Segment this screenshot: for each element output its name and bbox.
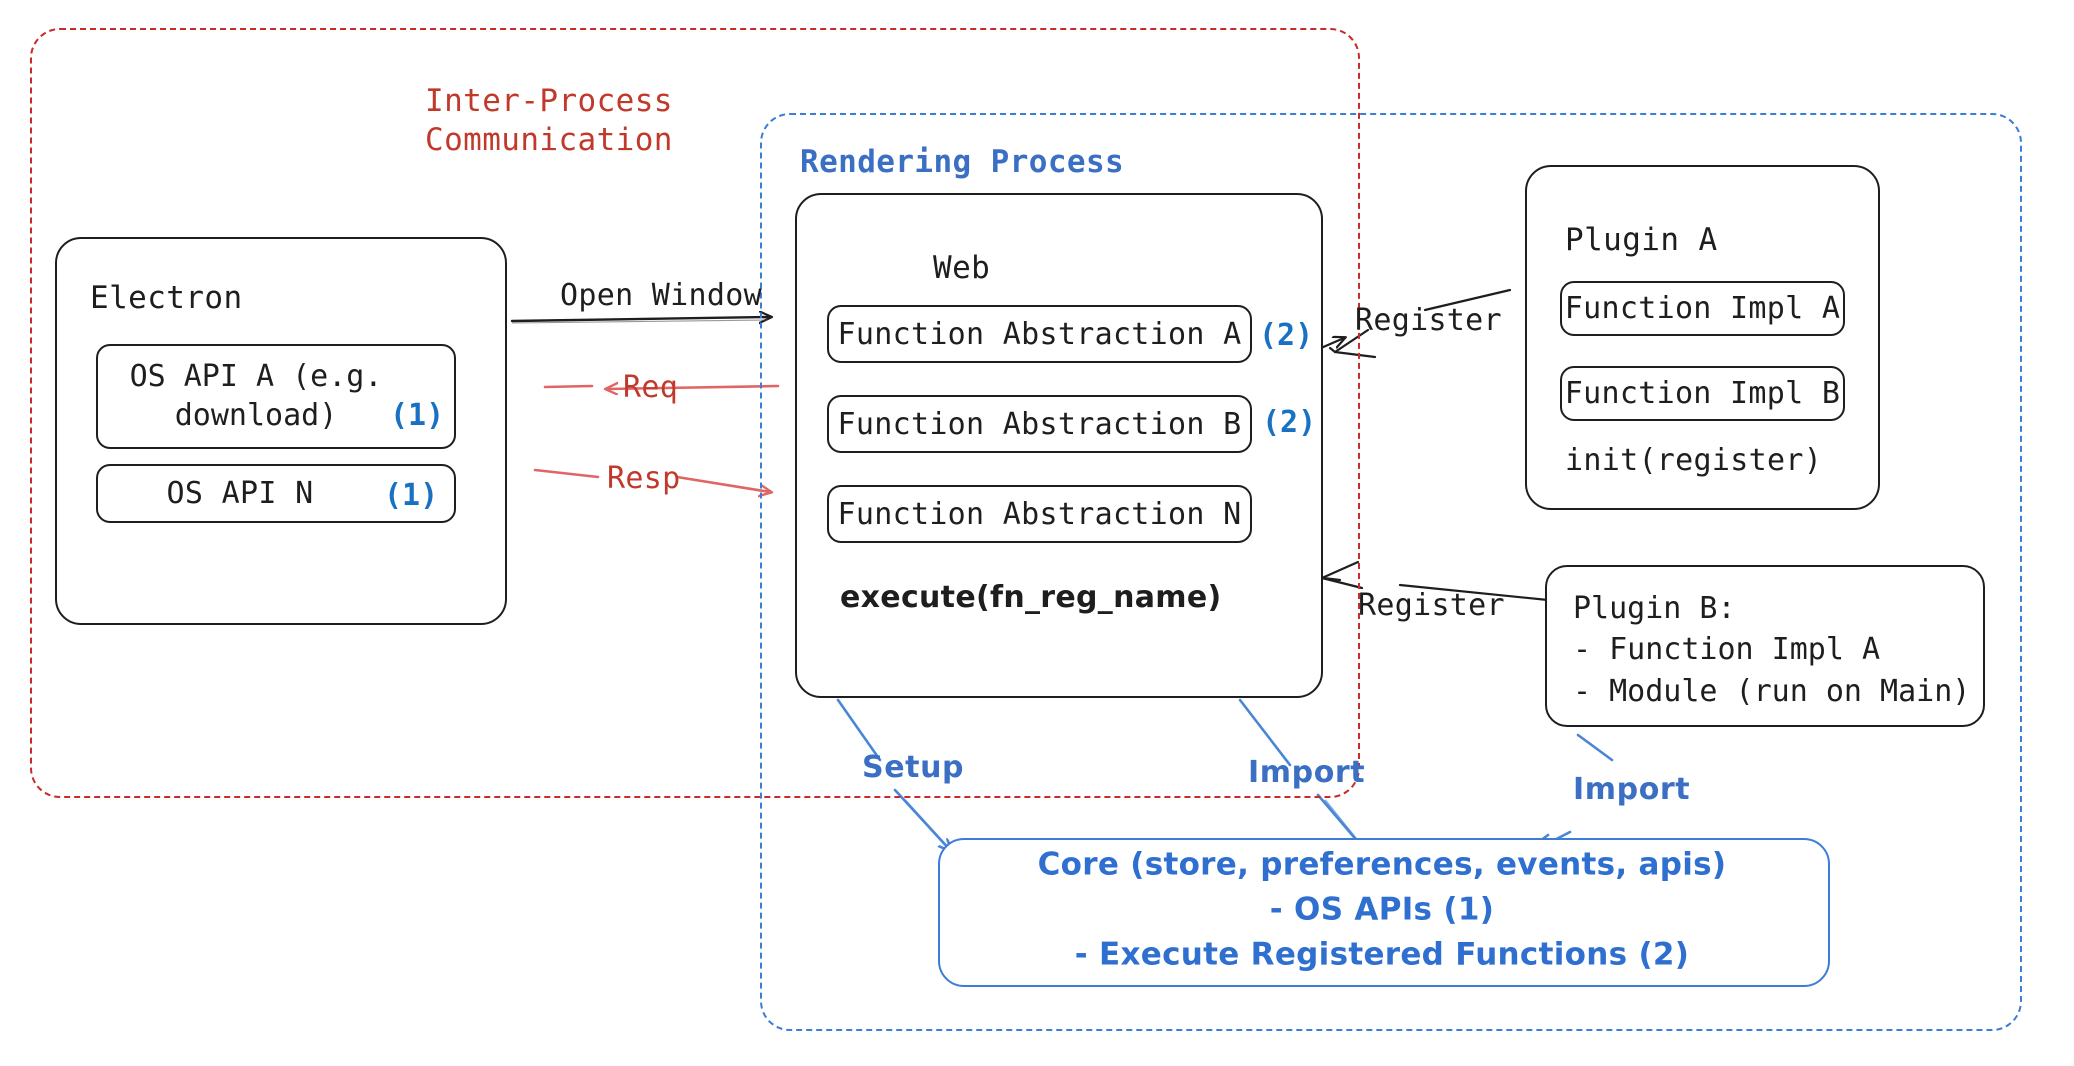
function-abstraction-n-label: Function Abstraction N xyxy=(837,496,1242,532)
edge-label-register-bottom: Register xyxy=(1358,588,1505,623)
web-title: Web xyxy=(933,250,991,286)
os-api-n-badge: (1) xyxy=(384,478,439,513)
plugin-a-title: Plugin A xyxy=(1565,222,1718,258)
function-abstraction-a-label: Function Abstraction A xyxy=(837,316,1242,352)
frame-rendering-process xyxy=(760,113,2022,1031)
function-impl-a-label: Function Impl A xyxy=(1564,291,1841,326)
frame-inter-process-communication xyxy=(30,28,1360,798)
edge-label-register-top: Register xyxy=(1355,303,1502,338)
edge-label-resp: Resp xyxy=(607,461,681,496)
os-api-n-label: OS API N xyxy=(166,476,314,511)
core-box[interactable] xyxy=(938,838,1830,987)
plugin-b-lines: Plugin B: - Function Impl A - Module (ru… xyxy=(1573,591,1971,709)
os-api-n-box[interactable] xyxy=(96,464,456,523)
web-execute-method: execute(fn_reg_name) xyxy=(840,580,1222,615)
electron-title: Electron xyxy=(90,280,243,316)
function-abstraction-a-box[interactable] xyxy=(827,305,1252,363)
frame-rendering-title: Rendering Process xyxy=(800,144,1125,180)
function-abstraction-b-label: Function Abstraction B xyxy=(837,406,1242,442)
edge-label-open-window: Open Window xyxy=(560,278,762,313)
plugin-b-box[interactable] xyxy=(1545,565,1985,727)
function-impl-b-box[interactable] xyxy=(1560,366,1845,421)
function-abstraction-a-badge: (2) xyxy=(1259,318,1314,353)
function-impl-b-label: Function Impl B xyxy=(1564,376,1841,411)
function-abstraction-b-box[interactable] xyxy=(827,395,1252,453)
os-api-a-label: OS API A (e.g. download) xyxy=(129,359,383,433)
edge-label-req: Req xyxy=(623,370,679,405)
edge-label-setup: Setup xyxy=(862,750,965,785)
plugin-a-init-method: init(register) xyxy=(1565,443,1823,478)
function-abstraction-n-box[interactable] xyxy=(827,485,1252,543)
core-text: Core (store, preferences, events, apis) … xyxy=(1037,846,1727,973)
os-api-a-box[interactable] xyxy=(96,344,456,449)
os-api-a-badge: (1) xyxy=(390,398,445,433)
edge-label-import-plugin: Import xyxy=(1573,772,1691,807)
frame-ipc-title: Inter-Process Communication xyxy=(425,83,673,158)
function-abstraction-b-badge: (2) xyxy=(1262,405,1317,440)
edge-label-import-web: Import xyxy=(1248,755,1366,790)
function-impl-a-box[interactable] xyxy=(1560,281,1845,336)
plugin-a-box[interactable] xyxy=(1525,165,1880,510)
